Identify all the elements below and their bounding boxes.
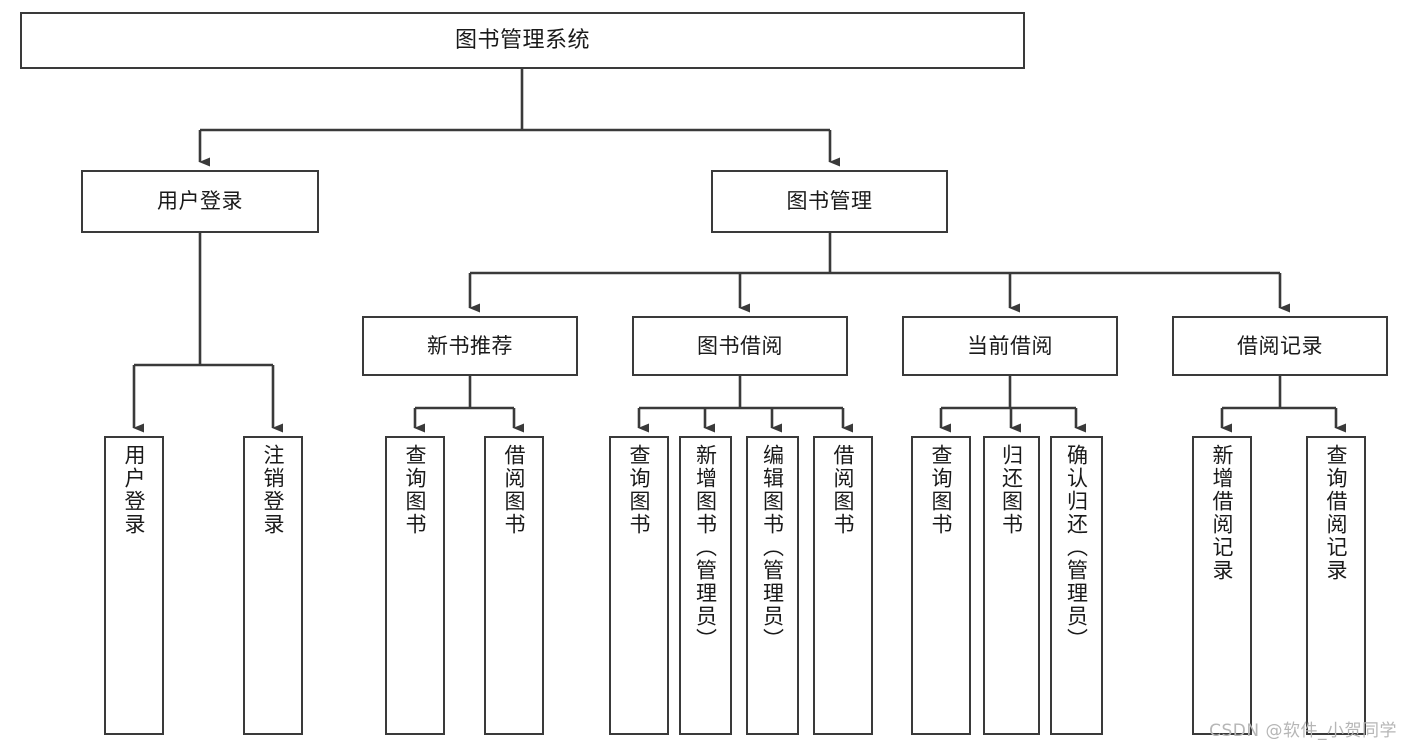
node-leaf-confirm-return[interactable]: 确认归还（管理员） (1050, 436, 1103, 735)
node-leaf-query-book-2[interactable]: 查询图书 (609, 436, 669, 735)
node-leaf-query-borrow-record[interactable]: 查询借阅记录 (1306, 436, 1366, 735)
node-leaf-user-login[interactable]: 用户登录 (104, 436, 164, 735)
node-leaf-query-borrow-record-label: 查询借阅记录 (1324, 444, 1349, 582)
node-leaf-return-book-label: 归还图书 (999, 444, 1024, 536)
node-new-book-recommend[interactable]: 新书推荐 (362, 316, 578, 376)
node-leaf-add-book-label: 新增图书（管理员） (693, 444, 718, 651)
node-current-borrow[interactable]: 当前借阅 (902, 316, 1118, 376)
node-current-borrow-label: 当前借阅 (967, 333, 1053, 358)
node-user-login[interactable]: 用户登录 (81, 170, 319, 233)
node-leaf-query-book-3[interactable]: 查询图书 (911, 436, 971, 735)
node-book-borrow[interactable]: 图书借阅 (632, 316, 848, 376)
node-leaf-query-book-1[interactable]: 查询图书 (385, 436, 445, 735)
node-leaf-query-book-3-label: 查询图书 (929, 444, 954, 536)
node-book-manage-label: 图书管理 (786, 189, 873, 214)
node-book-borrow-label: 图书借阅 (697, 333, 783, 358)
node-root-label: 图书管理系统 (454, 27, 590, 53)
node-leaf-add-borrow-record[interactable]: 新增借阅记录 (1192, 436, 1252, 735)
node-borrow-record[interactable]: 借阅记录 (1172, 316, 1388, 376)
node-new-book-recommend-label: 新书推荐 (427, 333, 513, 358)
node-leaf-borrow-book-2-label: 借阅图书 (831, 444, 856, 536)
node-leaf-add-borrow-record-label: 新增借阅记录 (1210, 444, 1235, 582)
node-leaf-borrow-book-1-label: 借阅图书 (502, 444, 527, 536)
node-leaf-return-book[interactable]: 归还图书 (983, 436, 1040, 735)
node-leaf-logout[interactable]: 注销登录 (243, 436, 303, 735)
node-leaf-edit-book[interactable]: 编辑图书（管理员） (746, 436, 799, 735)
node-leaf-user-login-label: 用户登录 (122, 444, 147, 536)
node-leaf-query-book-1-label: 查询图书 (403, 444, 428, 536)
node-book-manage[interactable]: 图书管理 (711, 170, 948, 233)
node-leaf-edit-book-label: 编辑图书（管理员） (760, 444, 785, 651)
node-leaf-query-book-2-label: 查询图书 (627, 444, 652, 536)
node-root[interactable]: 图书管理系统 (20, 12, 1025, 69)
node-leaf-confirm-return-label: 确认归还（管理员） (1064, 444, 1089, 651)
node-user-login-label: 用户登录 (157, 189, 243, 214)
node-leaf-borrow-book-2[interactable]: 借阅图书 (813, 436, 873, 735)
node-leaf-borrow-book-1[interactable]: 借阅图书 (484, 436, 544, 735)
node-leaf-logout-label: 注销登录 (261, 444, 286, 536)
node-borrow-record-label: 借阅记录 (1237, 333, 1323, 358)
node-leaf-add-book[interactable]: 新增图书（管理员） (679, 436, 732, 735)
